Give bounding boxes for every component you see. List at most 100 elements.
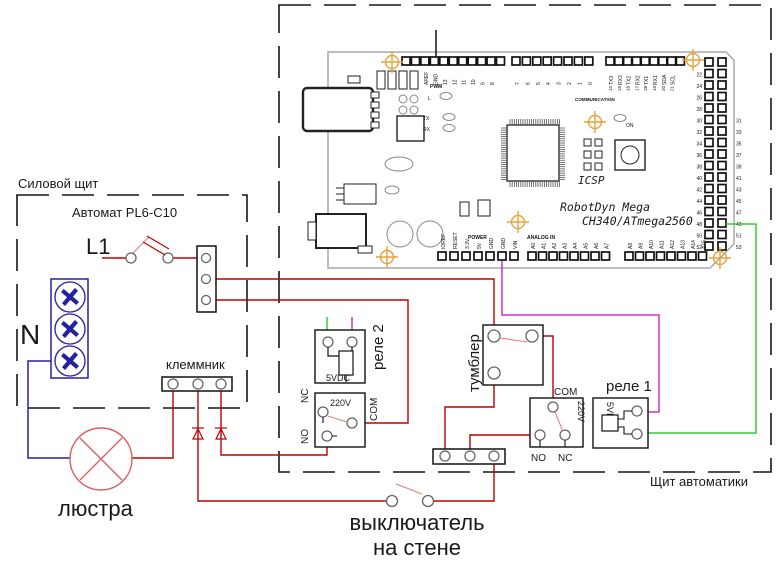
usb-tab xyxy=(370,121,380,129)
pin-pad xyxy=(527,251,537,261)
pin-label: RX1 xyxy=(653,75,659,85)
crystal-oscillator xyxy=(384,156,414,172)
pin-label: 6 xyxy=(525,82,531,85)
relay2-no-to-terminal-wire xyxy=(220,389,328,456)
pin-number: 15 xyxy=(617,85,622,91)
pin-label: 3.3V xyxy=(465,238,471,249)
pin-pad xyxy=(717,241,727,251)
relay1-coil-voltage: 5VDC xyxy=(605,402,615,427)
screw-slot xyxy=(60,319,80,339)
pin-pad xyxy=(457,56,468,66)
pin-number: 40 xyxy=(696,176,702,182)
pin-pad xyxy=(704,206,714,217)
pin-pad xyxy=(704,172,714,182)
pin-strip xyxy=(398,70,408,90)
pin-number: 22 xyxy=(696,73,702,79)
pin-label: A8 xyxy=(628,243,634,249)
pin-label: GND xyxy=(433,74,439,86)
relay2-com-label: COM xyxy=(369,398,380,421)
led-on-label: ON xyxy=(626,123,634,129)
pin-pad xyxy=(467,56,477,66)
relay2-name: реле 2 xyxy=(370,324,387,370)
communication-label: COMMUNICATION xyxy=(575,97,615,102)
pin-pad xyxy=(717,149,727,159)
pin-pad xyxy=(675,56,686,66)
pin-label: 8 xyxy=(490,82,496,85)
chandelier-label: люстра xyxy=(58,496,134,521)
breaker-label: Автомат PL6-C10 xyxy=(72,205,177,220)
led-rx-label: RX xyxy=(423,127,431,133)
pin-label: 0 xyxy=(588,82,594,85)
relay1-lever xyxy=(554,411,563,430)
led-tx xyxy=(442,113,456,121)
pin-pad xyxy=(558,251,569,261)
pin-number: 30 xyxy=(696,119,702,125)
pin-label: A3 xyxy=(563,243,569,249)
pin-pad xyxy=(676,251,687,261)
toggle-lever xyxy=(499,337,528,343)
pin-pad xyxy=(704,137,714,148)
pin-pad xyxy=(717,68,727,79)
pin-label: A13 xyxy=(681,240,687,249)
relay1-coil-box xyxy=(592,397,649,449)
pin-pad xyxy=(437,251,447,261)
pin-pad xyxy=(666,251,676,261)
pin-pad xyxy=(624,251,634,261)
pin-label: 3 xyxy=(557,82,563,85)
pin-label: 2 xyxy=(567,82,573,85)
usb-tab xyxy=(370,101,380,109)
pin-pad xyxy=(704,114,714,125)
power-pin-to-relay1-coil-wire xyxy=(501,261,660,413)
pin-number: 50 xyxy=(696,234,702,240)
pin-pad xyxy=(717,206,727,217)
dc-jack-barrel xyxy=(307,221,317,241)
pin-pad xyxy=(486,56,496,66)
pin-number: 14 xyxy=(608,85,613,91)
pin-label: A9 xyxy=(639,243,645,249)
feed-to-relay2-com-wire xyxy=(211,299,409,424)
relay1-no-to-strip-wire xyxy=(469,434,535,451)
pin-label: A4 xyxy=(573,243,579,249)
capacitor xyxy=(416,220,444,248)
pin-pad xyxy=(548,251,558,261)
pin53-to-relay1-coil-wire xyxy=(642,223,757,434)
mounting-hole-cross xyxy=(381,51,403,73)
pin-pad xyxy=(552,56,563,66)
toggle-to-strip-wire xyxy=(444,379,495,451)
pin-pad xyxy=(476,56,487,66)
pin-pad xyxy=(717,126,727,136)
led xyxy=(398,94,408,104)
relay2: реле 2 5VDC 220V NC NO COM xyxy=(300,324,387,448)
neutral-label: N xyxy=(20,319,40,350)
pin-label: A15 xyxy=(702,240,708,249)
led xyxy=(409,105,419,115)
pin-pad xyxy=(495,56,506,66)
pin-label: A7 xyxy=(605,243,611,249)
capacitor xyxy=(386,220,414,248)
wall-switch-label-1: выключатель xyxy=(349,510,484,535)
pin-number: 31 xyxy=(736,119,742,125)
pin-number: 20 xyxy=(661,85,666,91)
pin-number: 28 xyxy=(696,107,702,113)
pin-label: VIN xyxy=(513,240,519,249)
smd-part xyxy=(347,75,361,84)
pin-number: 34 xyxy=(696,142,702,148)
pin-pad xyxy=(563,56,573,66)
pin-pad xyxy=(687,251,697,261)
pin-pad xyxy=(573,56,584,66)
neutral-wire xyxy=(27,360,70,459)
pin-pad xyxy=(590,251,600,261)
pin-number: 47 xyxy=(736,211,742,217)
pin-pad xyxy=(717,229,727,240)
pin-pad xyxy=(717,172,727,182)
pin-label: 12 xyxy=(452,79,458,85)
pin-pad xyxy=(509,251,519,261)
pin-strip xyxy=(376,70,386,90)
pin-number: 51 xyxy=(736,234,742,240)
relay1-nc-label: NC xyxy=(558,453,572,464)
pin-pad xyxy=(704,91,714,102)
pin-label: A6 xyxy=(594,243,600,249)
pin-label: 5 xyxy=(536,82,542,85)
led-on xyxy=(613,114,627,122)
